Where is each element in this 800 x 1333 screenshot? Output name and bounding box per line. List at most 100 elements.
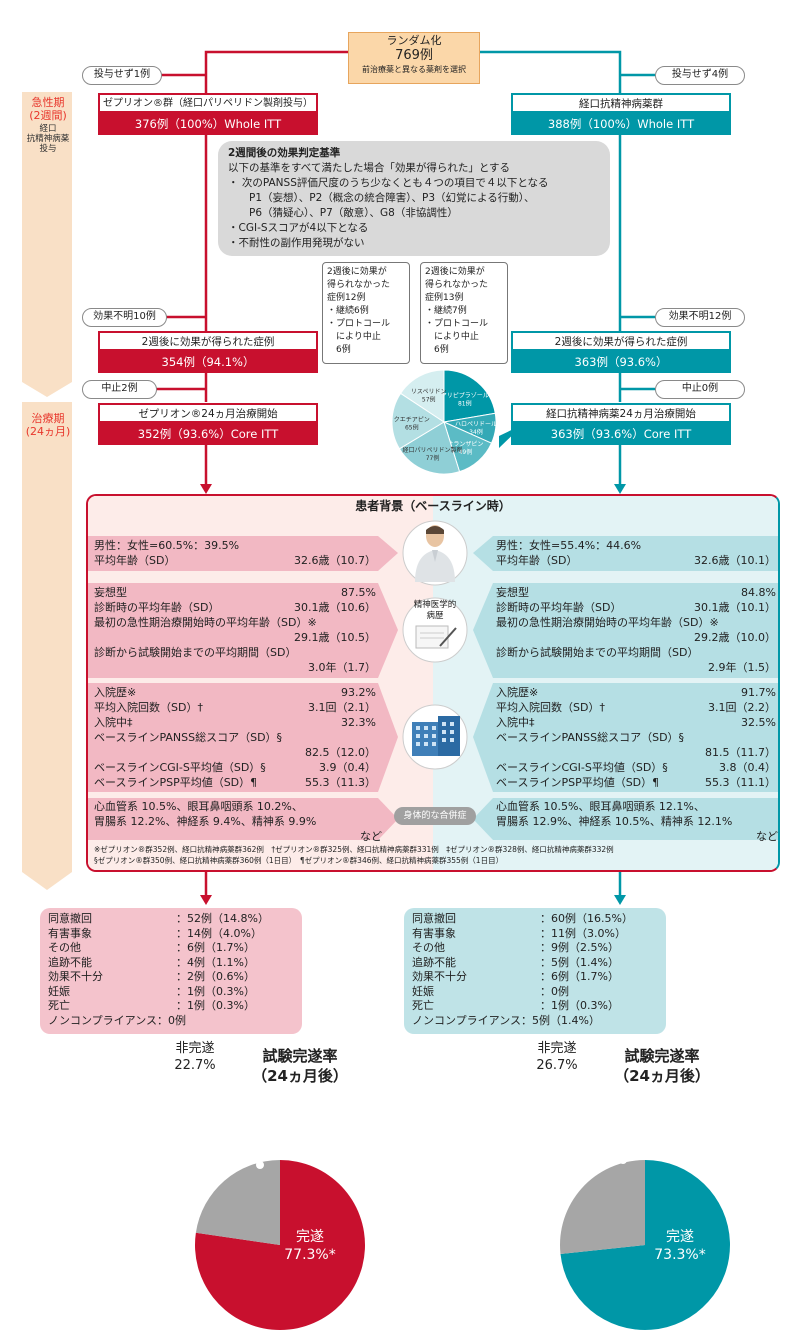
baseline-row: 入院中‡32.3% xyxy=(94,715,376,730)
discontinuation-row: 同意撤回：60例（16.5%） xyxy=(412,912,658,927)
right-unclear-pill: 効果不明12例 xyxy=(655,308,745,327)
baseline-row: 29.2歳（10.0） xyxy=(496,630,776,645)
drug-slice-label: アリピプラゾール xyxy=(441,392,489,399)
baseline-right-comorbidity: 心血管系 10.5%、眼耳鼻咽頭系 12.1%、胃腸系 12.9%、神経系 10… xyxy=(496,799,778,844)
baseline-row: ベースラインCGI-S平均値（SD）§ 3.9（0.4） xyxy=(94,760,376,775)
baseline-row: 診断から試験開始までの平均期間（SD） xyxy=(496,645,776,660)
baseline-row-label: 入院歴※ xyxy=(496,686,539,699)
baseline-row-label: ベースラインCGI-S平均値（SD）§ xyxy=(94,761,266,774)
baseline-row-value: 3.9（0.4） xyxy=(319,761,376,774)
drug-slice xyxy=(443,369,496,423)
criteria-box: 2週間後の効果判定基準 以下の基準をすべて満たした場合「効果が得られた」とする・… xyxy=(218,141,610,256)
right-completion-pie xyxy=(560,1076,730,1330)
baseline-row-label: ベースラインCGI-S平均値（SD）§ xyxy=(496,761,668,774)
baseline-row-label: 最初の急性期治療開始時の平均年齢（SD）※ xyxy=(496,616,719,629)
baseline-row: 入院中‡ 32.5% xyxy=(496,715,776,730)
discontinuation-count: ：6例（1.7%） xyxy=(540,970,619,983)
baseline-row-label: ベースラインPANSS総スコア（SD）§ xyxy=(94,731,283,744)
baseline-row: 診断時の平均年齢（SD）30.1歳（10.6） xyxy=(94,600,376,615)
comorbidity-label: 身体的な合併症 xyxy=(394,807,476,825)
right-effective-title: 2週後に効果が得られた症例 xyxy=(511,331,731,351)
baseline-row: ベースラインPANSS総スコア（SD）§ xyxy=(94,730,376,745)
left-effective-count: 354例（94.1%） xyxy=(98,351,318,373)
left-pie-leader xyxy=(239,1076,261,1166)
discontinuation-row: その他：6例（1.7%） xyxy=(48,941,294,956)
right-arm-count: 388例（100%）Whole ITT xyxy=(511,113,731,135)
baseline-row: 平均年齢（SD）32.6歳（10.7） xyxy=(94,553,376,568)
discontinuation-reason: その他 xyxy=(48,941,81,954)
baseline-footnotes: ※ゼプリオン®群352例、経口抗精神病薬群362例 †ゼプリオン®群325例、経… xyxy=(94,844,774,866)
baseline-row: 2.9年（1.5） xyxy=(496,660,776,675)
right-no-dose-pill: 投与せず4例 xyxy=(655,66,745,85)
baseline-title: 患者背景（ベースライン時） xyxy=(355,499,511,513)
discontinuation-row: 効果不十分 ：6例（1.7%） xyxy=(412,970,658,985)
baseline-row-label: 診断から試験開始までの平均期間（SD） xyxy=(496,646,699,659)
discontinuation-reason: ノンコンプライアンス：0例 xyxy=(48,1013,187,1027)
baseline-row-label: 平均年齢（SD） xyxy=(94,554,176,567)
criteria-line: ・CGI-Sスコアが4以下となる xyxy=(228,222,369,234)
baseline-panels xyxy=(88,520,778,840)
baseline-row: 男性：女性=55.4%：44.6% xyxy=(496,538,776,553)
baseline-row-value: 30.1歳（10.1） xyxy=(694,601,776,614)
baseline-row-value: 55.3（11.3） xyxy=(305,776,376,789)
randomization-count: 769例 xyxy=(395,48,433,63)
baseline-row: 入院歴※91.7% xyxy=(496,685,776,700)
hospital-icon xyxy=(412,716,460,756)
discontinuation-reason: ノンコンプライアンス：5例（1.4%） xyxy=(412,1013,600,1027)
footnote-line: ※ゼプリオン®群352例、経口抗精神病薬群362例 †ゼプリオン®群325例、経… xyxy=(94,845,614,854)
discontinuation-row: 妊娠：1例（0.3%） xyxy=(48,985,294,1000)
criteria-line: P1（妄想）、P2（概念の統合障害）、P3（幻覚による行動）、 xyxy=(228,192,535,204)
baseline-row-label: 男性：女性=60.5%：39.5% xyxy=(94,539,240,552)
baseline-row-value: 55.3（11.1） xyxy=(705,776,776,789)
discontinuation-count: ：1例（0.3%） xyxy=(176,999,255,1012)
drug-slice-label: ハロペリドール xyxy=(455,421,497,428)
baseline-row-value: 93.2% xyxy=(341,686,376,699)
discontinuation-count: ：2例（0.6%） xyxy=(176,970,255,983)
baseline-row-label: 診断から試験開始までの平均期間（SD） xyxy=(94,646,297,659)
left-completion-title: 試験完遂率 xyxy=(262,1047,338,1065)
right-effective-count: 363例（93.6%） xyxy=(511,351,731,373)
drug-slice-count: 34例 xyxy=(469,428,483,436)
drug-slice-label: クエチアピン xyxy=(394,416,430,423)
discontinuation-row: その他：9例（2.5%） xyxy=(412,941,658,956)
discontinuation-row: 同意撤回：52例（14.8%） xyxy=(48,912,294,927)
baseline-row-label: 診断時の平均年齢（SD） xyxy=(94,601,220,614)
right-completion-subtitle: （24ヵ月後） xyxy=(614,1067,710,1085)
comorbidity-line: など xyxy=(360,830,382,843)
baseline-row-value: 3.1回（2.1） xyxy=(308,701,376,714)
noeffect-line: 症例13例 xyxy=(425,293,464,303)
baseline-row-label: ベースラインPSP平均値（SD）¶ xyxy=(94,776,258,789)
discontinuation-count: ：14例（4.0%） xyxy=(176,926,262,940)
baseline-row-value: 32.3% xyxy=(341,716,376,729)
drug-slice-count: 57例 xyxy=(422,396,436,404)
baseline-row-label: 平均入院回数（SD）† xyxy=(94,701,203,714)
baseline-row-label: 診断時の平均年齢（SD） xyxy=(496,601,622,614)
noeffect-line: 6例 xyxy=(327,345,351,355)
baseline-row-label: 平均入院回数（SD）† xyxy=(496,701,605,714)
comorbidity-line: 心血管系 10.5%、眼耳鼻咽頭系 10.2%、 xyxy=(94,800,303,813)
discontinuation-reason: 効果不十分 xyxy=(48,970,103,983)
right-arm-title: 経口抗精神病薬群 xyxy=(511,93,731,113)
baseline-row-label: ベースラインPANSS総スコア（SD）§ xyxy=(496,731,685,744)
discontinuation-reason: 効果不十分 xyxy=(412,970,467,983)
footnote-line: §ゼプリオン®群350例、経口抗精神病薬群360例（1日目） ¶ゼプリオン®群3… xyxy=(94,856,504,865)
baseline-row-value: 3.1回（2.2） xyxy=(708,701,776,714)
drug-slice xyxy=(398,421,461,475)
baseline-row-value: 87.5% xyxy=(341,586,376,599)
baseline-row-value: 32.5% xyxy=(741,716,776,729)
drug-slice xyxy=(399,369,445,423)
baseline-row-label: 妄想型 xyxy=(496,586,529,599)
discontinuation-row: 効果不十分 ：2例（0.6%） xyxy=(48,970,294,985)
criteria-line: P6（猜疑心）、P7（敵意）、G8（非協調性） xyxy=(228,207,458,219)
discontinuation-row: ノンコンプライアンス：5例（1.4%） xyxy=(412,1014,658,1029)
randomization-note: 前治療薬と異なる薬剤を選択 xyxy=(362,65,466,74)
comorbidity-line: 胃腸系 12.2%、神経系 9.4%、精神系 9.9% xyxy=(94,815,317,828)
person-icon xyxy=(415,525,455,582)
comorbidity-line: 胃腸系 12.9%、神経系 10.5%、精神系 12.1% xyxy=(496,815,733,828)
discontinuation-count: ：52例（14.8%） xyxy=(176,912,269,925)
baseline-row-label: 入院中‡ xyxy=(496,716,535,729)
baseline-row-value: 3.8（0.4） xyxy=(719,761,776,774)
drug-slice-label: リスペリドン xyxy=(411,389,447,396)
